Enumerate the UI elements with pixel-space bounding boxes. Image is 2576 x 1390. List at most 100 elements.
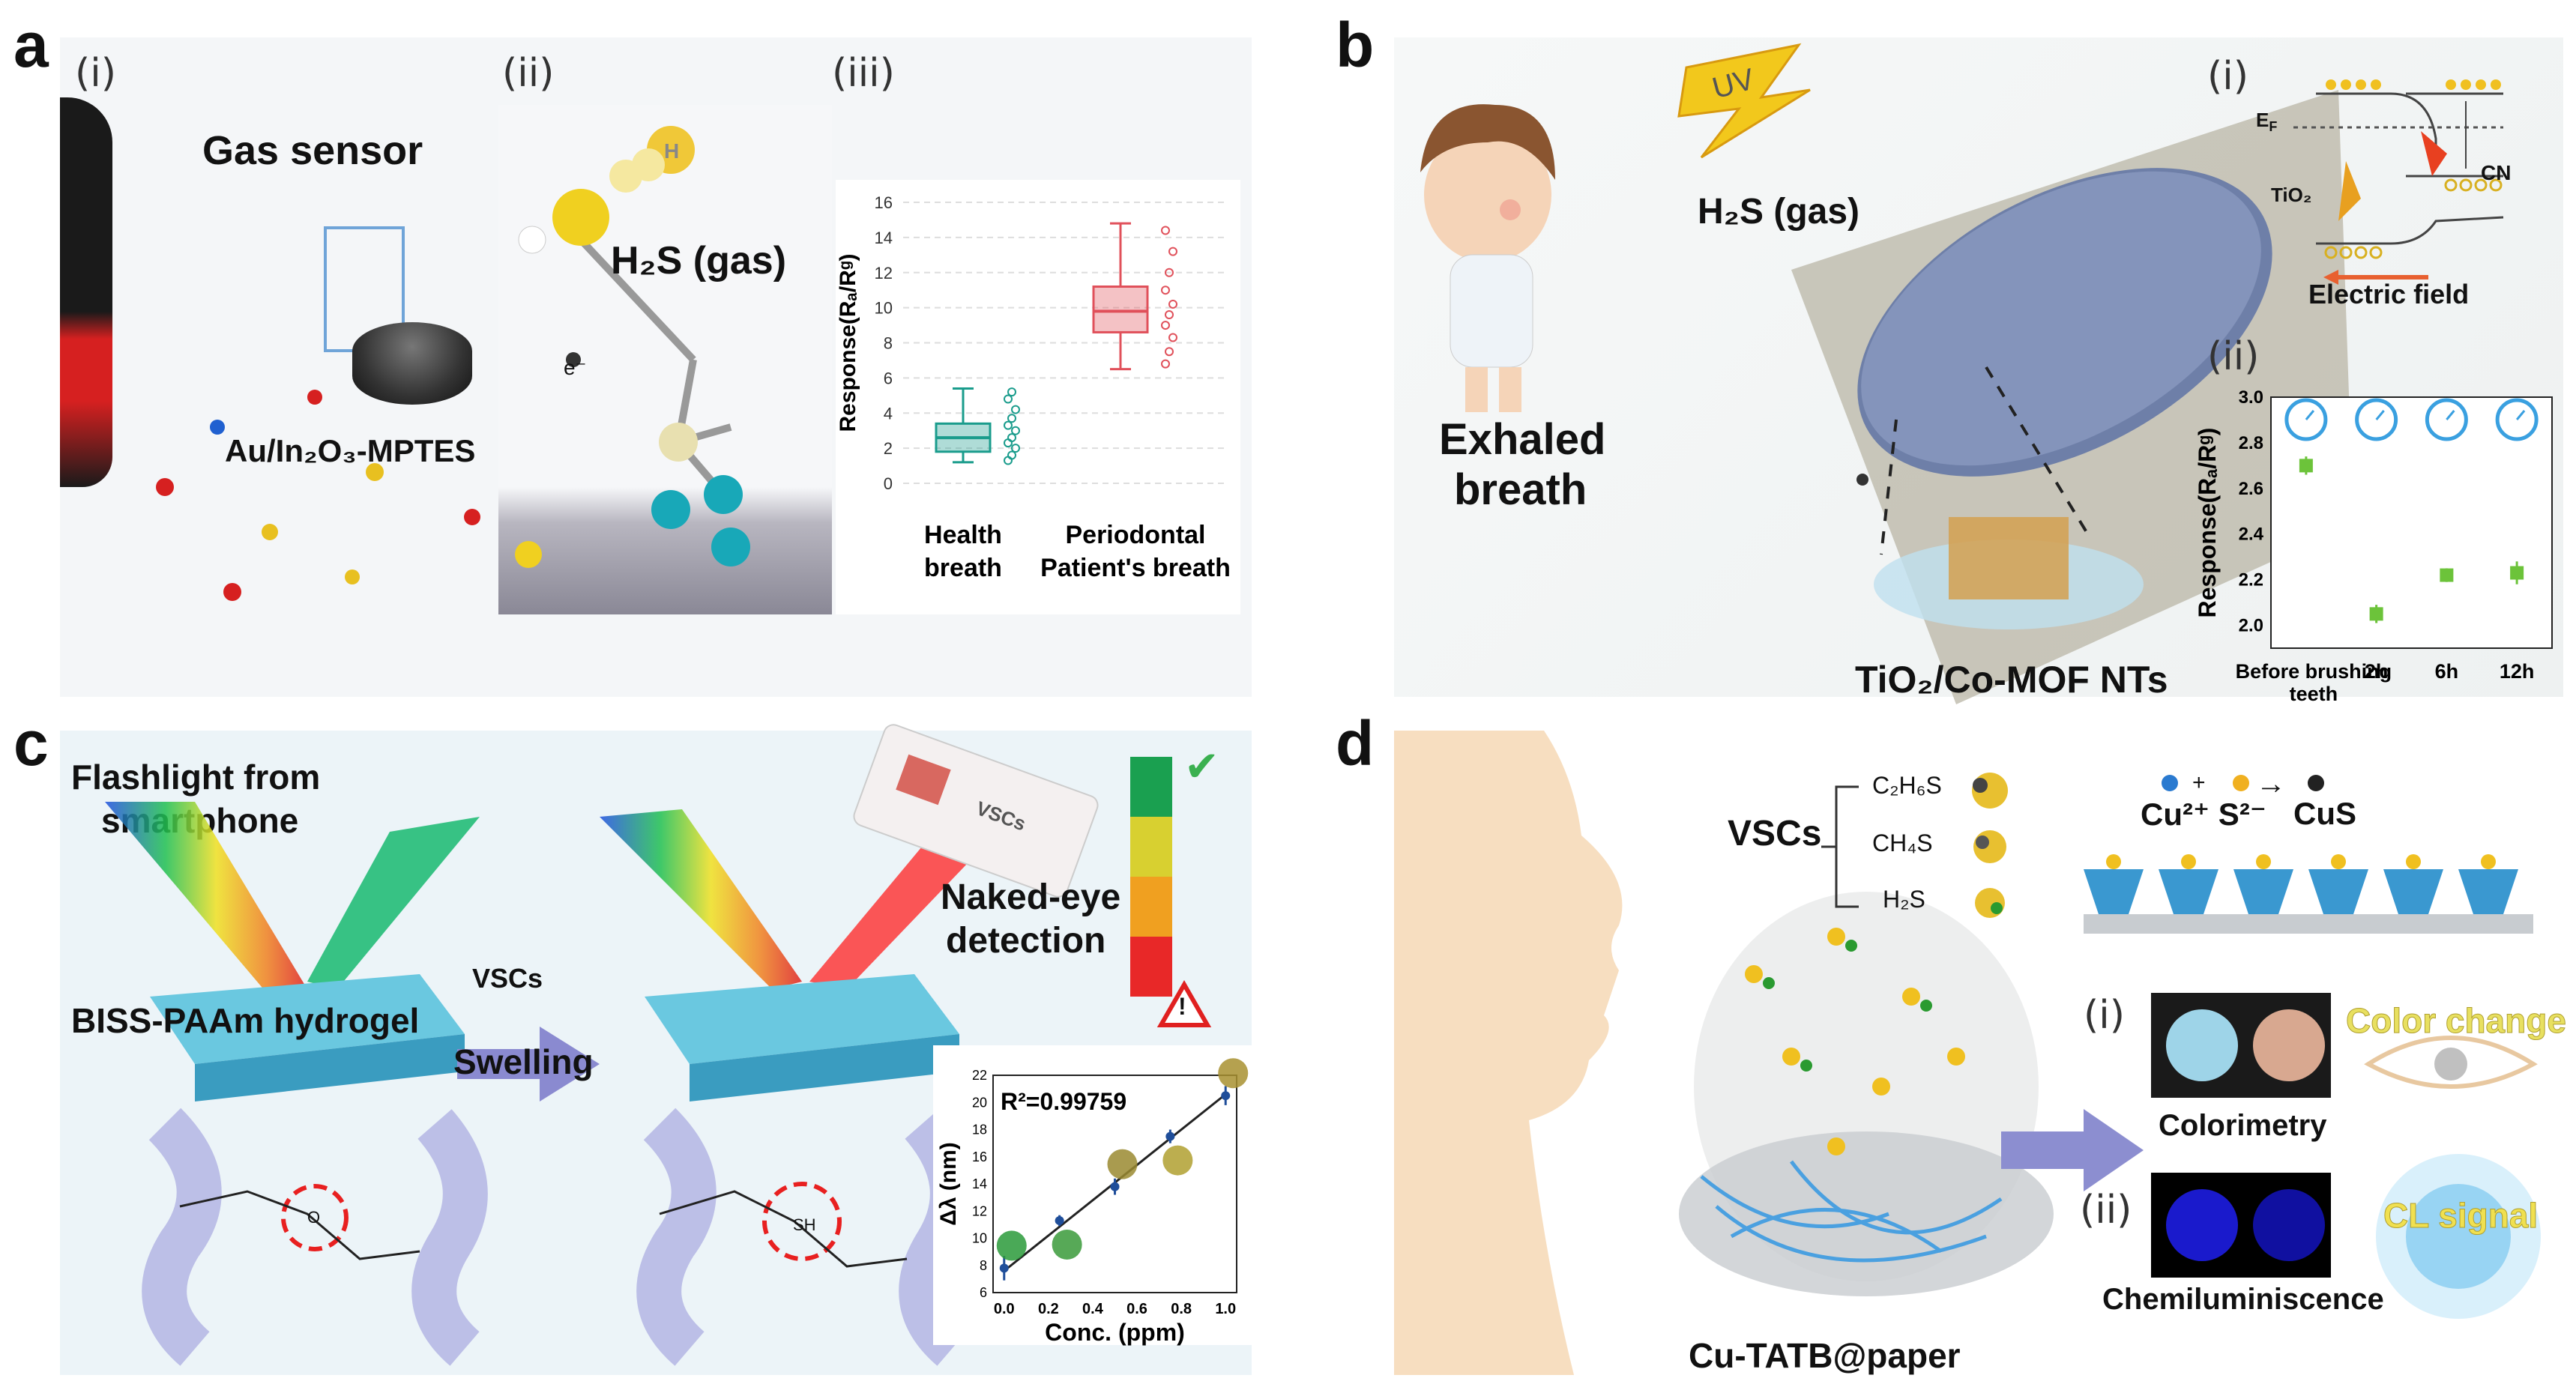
color-scale-bar: [1130, 757, 1172, 997]
data-point: [1004, 420, 1013, 430]
uv-bolt-icon: [1677, 43, 1811, 159]
vscs-label-d: VSCs: [1728, 814, 1822, 853]
reaction-plus: +: [2192, 770, 2206, 795]
data-point: [1011, 426, 1020, 435]
vscs-bracket: [1821, 785, 1859, 908]
data-point: [1161, 285, 1170, 295]
y-tick-label: 12: [875, 264, 893, 282]
flashlight-label-1: Flashlight from: [71, 758, 321, 797]
h2s-label-d: H₂S: [1883, 886, 1925, 913]
check-icon: ✔: [1184, 743, 1219, 790]
scale-red: [1130, 937, 1172, 997]
swelling-label: Swelling: [453, 1042, 594, 1081]
molecule-zoom-view: [498, 105, 832, 614]
data-point: [1165, 310, 1174, 319]
scale-orange: [1130, 877, 1172, 937]
y-tick-label: 2: [884, 439, 893, 458]
h2s-gas-label-b: H₂S (gas): [1698, 192, 1860, 232]
data-point: [1004, 438, 1013, 448]
x-tick-label: 0.0: [994, 1301, 1015, 1317]
x-tick-label: 0.8: [1171, 1301, 1192, 1317]
x-axis-label: Conc. (ppm): [1045, 1319, 1185, 1346]
data-point: [1168, 247, 1177, 256]
y-tick-label: 2.6: [2239, 479, 2263, 499]
vscs-card-label: VSCs: [973, 797, 1029, 835]
plot-frame: [992, 1075, 1237, 1293]
cn-band-label: CN: [2481, 161, 2512, 184]
data-point: [2369, 607, 2383, 621]
box-iqr: [1092, 285, 1149, 333]
data-point: [2440, 568, 2454, 582]
panel-letter-d: d: [1336, 708, 1375, 779]
h2s-gas-label-a: H₂S (gas): [611, 239, 787, 282]
material-label-b: TiO₂/Co-MOF NTs: [1855, 659, 2168, 701]
atom-h-label: H: [664, 139, 680, 163]
electric-field-label: Electric field: [2308, 279, 2470, 309]
sample-photo-swatch: [996, 1230, 1027, 1261]
panel-d-sub-i: (i): [2084, 993, 2126, 1038]
panel-d-sub-ii: (ii): [2080, 1188, 2132, 1233]
after-spot: [2253, 1009, 2325, 1081]
y-tick-label: 18: [972, 1122, 987, 1137]
ef-label: EF: [2256, 109, 2277, 135]
x-tick-label: 0.6: [1126, 1301, 1147, 1317]
naked-eye-label-2: detection: [946, 921, 1106, 961]
data-point: [1055, 1215, 1064, 1225]
x-category-label: breath: [924, 554, 1002, 582]
y-tick-label: 8: [980, 1258, 987, 1273]
data-point: [1007, 433, 1016, 443]
data-point: [1161, 321, 1170, 330]
x-category-label: 12h: [2500, 660, 2535, 683]
data-point: [1168, 333, 1177, 342]
person-silhouette: [60, 97, 112, 487]
process-arrow: [2001, 1109, 2144, 1191]
colorimetry-image: [2151, 993, 2331, 1098]
cus-label: CuS: [2293, 796, 2356, 831]
y-tick-label: 12: [972, 1203, 987, 1218]
sensor-spot: [896, 754, 951, 806]
sample-photo-swatch: [1218, 1058, 1249, 1089]
clock-hand: [2446, 410, 2455, 420]
electron-label: e⁻: [564, 356, 587, 379]
y-tick-label: 20: [972, 1095, 987, 1110]
scale-green: [1130, 757, 1172, 817]
vscs-label-c: VSCs: [472, 963, 543, 994]
panel-b-sub-i: (i): [2207, 54, 2249, 99]
y-tick-label: 4: [884, 404, 893, 423]
boy-illustration: [1420, 104, 1555, 412]
y-axis-label: Response(Rₐ/Rᵍ): [836, 253, 860, 432]
scale-yellow: [1130, 817, 1172, 877]
paper-label: Cu-TATB@paper: [1689, 1336, 1961, 1375]
vscs-gas-cloud: [1679, 892, 2054, 1296]
hydrogel-label: BISS-PAAm hydrogel: [71, 1001, 420, 1040]
band-diagram: [2293, 79, 2504, 285]
color-change-label: Color change: [2346, 1001, 2567, 1041]
panel-letter-b: b: [1336, 10, 1375, 80]
data-point: [1011, 405, 1020, 414]
before-spot: [2166, 1009, 2238, 1081]
y-tick-label: 2.8: [2239, 433, 2263, 453]
cl-before-spot: [2166, 1189, 2238, 1261]
data-point: [2510, 566, 2524, 580]
y-tick-label: 6: [980, 1285, 987, 1300]
y-tick-label: 2.2: [2239, 570, 2263, 590]
sensor-material-label: Au/In₂O₃-MPTES: [225, 433, 476, 468]
panel-a-sub-iii: (iii): [832, 51, 895, 96]
y-tick-label: 14: [972, 1176, 987, 1191]
data-point: [1004, 394, 1013, 404]
data-point: [1110, 1182, 1120, 1191]
reaction-arrow: →: [2256, 767, 2286, 800]
y-tick-label: 16: [972, 1149, 987, 1164]
molecule-icons-d: [1972, 773, 2008, 918]
calibration-frame: [933, 1045, 1252, 1345]
cl-signal-label: CL signal: [2383, 1196, 2539, 1236]
y-tick-label: 2.4: [2239, 525, 2264, 545]
x-tick-label: 1.0: [1215, 1301, 1236, 1317]
x-tick-label: 0.4: [1082, 1301, 1104, 1317]
y-tick-label: 22: [972, 1068, 987, 1083]
data-point: [1165, 1131, 1175, 1141]
warning-icon: [1156, 979, 1212, 1027]
x-category-label: teeth: [2290, 683, 2338, 705]
y-tick-label: 14: [875, 229, 893, 247]
